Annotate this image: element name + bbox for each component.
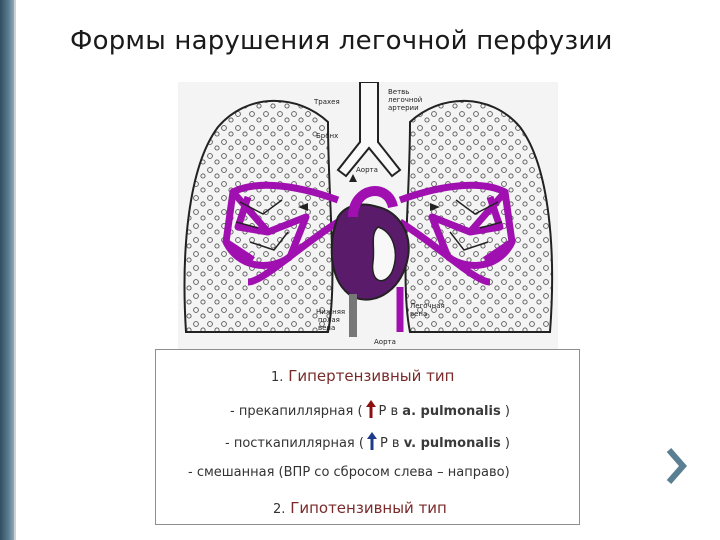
right-vessel-network bbox=[398, 181, 516, 286]
flow-arrows bbox=[298, 174, 440, 211]
label-pulm-vein-2: вена bbox=[410, 310, 427, 318]
right-vessel-mesh bbox=[449, 199, 503, 251]
postcapillary-vessel: v. pulmonalis bbox=[403, 436, 501, 451]
type1-number: 1. bbox=[271, 370, 284, 385]
label-pulm-artery-2: легочной bbox=[388, 96, 422, 104]
up-arrow-red-icon bbox=[365, 400, 376, 418]
slide-title: Формы нарушения легочной перфузии bbox=[70, 26, 613, 56]
left-vessel-network bbox=[222, 181, 340, 286]
precapillary-prefix: - прекапиллярная ( bbox=[230, 404, 363, 419]
label-pulm-artery-3: артерии bbox=[388, 104, 419, 112]
precapillary-line: - прекапиллярная ( Р в a. pulmonalis ) bbox=[230, 400, 510, 419]
type1-heading: 1. Гипертензивный тип bbox=[271, 367, 454, 385]
label-pulm-vein-1: Легочная bbox=[410, 302, 445, 310]
mixed-line: - смешанная (ВПР со сбросом слева – напр… bbox=[188, 465, 510, 480]
postcapillary-line: - посткапиллярная ( Р в v. pulmonalis ) bbox=[225, 432, 510, 451]
type2-number: 2. bbox=[273, 502, 286, 517]
next-slide-chevron-icon[interactable] bbox=[664, 447, 688, 485]
postcapillary-prefix: - посткапиллярная ( bbox=[225, 436, 364, 451]
label-ivc-2: полая bbox=[318, 316, 340, 324]
left-accent-bar bbox=[0, 0, 14, 540]
type2-heading: 2. Гипотензивный тип bbox=[273, 499, 447, 517]
type1-label: Гипертензивный тип bbox=[288, 367, 455, 385]
precapillary-suffix: ) bbox=[500, 404, 510, 419]
label-ivc-3: вена bbox=[318, 324, 335, 332]
label-ivc-1: Нижняя bbox=[316, 308, 345, 316]
label-aorta-bottom: Аорта bbox=[374, 338, 396, 346]
left-vessel-mesh bbox=[235, 199, 289, 251]
heart-chamber bbox=[371, 226, 397, 282]
trachea bbox=[336, 82, 402, 178]
label-bronchus: Бронх bbox=[316, 132, 338, 140]
precapillary-mid: Р в bbox=[378, 404, 403, 419]
label-pulm-artery-1: Ветвь bbox=[388, 88, 409, 96]
type2-label: Гипотензивный тип bbox=[290, 499, 447, 517]
up-arrow-blue-icon bbox=[366, 432, 377, 450]
precapillary-vessel: a. pulmonalis bbox=[402, 404, 501, 419]
postcapillary-mid: Р в bbox=[379, 436, 404, 451]
aortic-arch bbox=[348, 186, 398, 218]
label-trachea: Трахея bbox=[313, 98, 340, 106]
postcapillary-suffix: ) bbox=[500, 436, 510, 451]
label-aorta-top: Аорта bbox=[356, 166, 378, 174]
classification-box: 1. Гипертензивный тип - прекапиллярная (… bbox=[155, 349, 580, 525]
lung-perfusion-diagram: Трахея Ветвь легочной артерии Бронх Аорт… bbox=[178, 82, 558, 350]
left-accent-line bbox=[14, 0, 16, 540]
